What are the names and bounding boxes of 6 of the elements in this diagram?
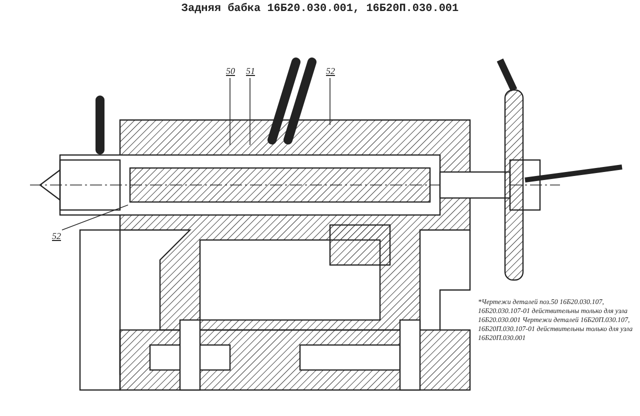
callout-number: 51 [246, 66, 255, 76]
callout-number: 52 [52, 231, 61, 241]
callout-number: 50 [226, 66, 235, 76]
callout-number: 52 [326, 66, 335, 76]
drawing-title: Задняя бабка 16Б20.030.001, 16Б20П.030.001 [180, 3, 460, 15]
leader-line [62, 204, 128, 230]
